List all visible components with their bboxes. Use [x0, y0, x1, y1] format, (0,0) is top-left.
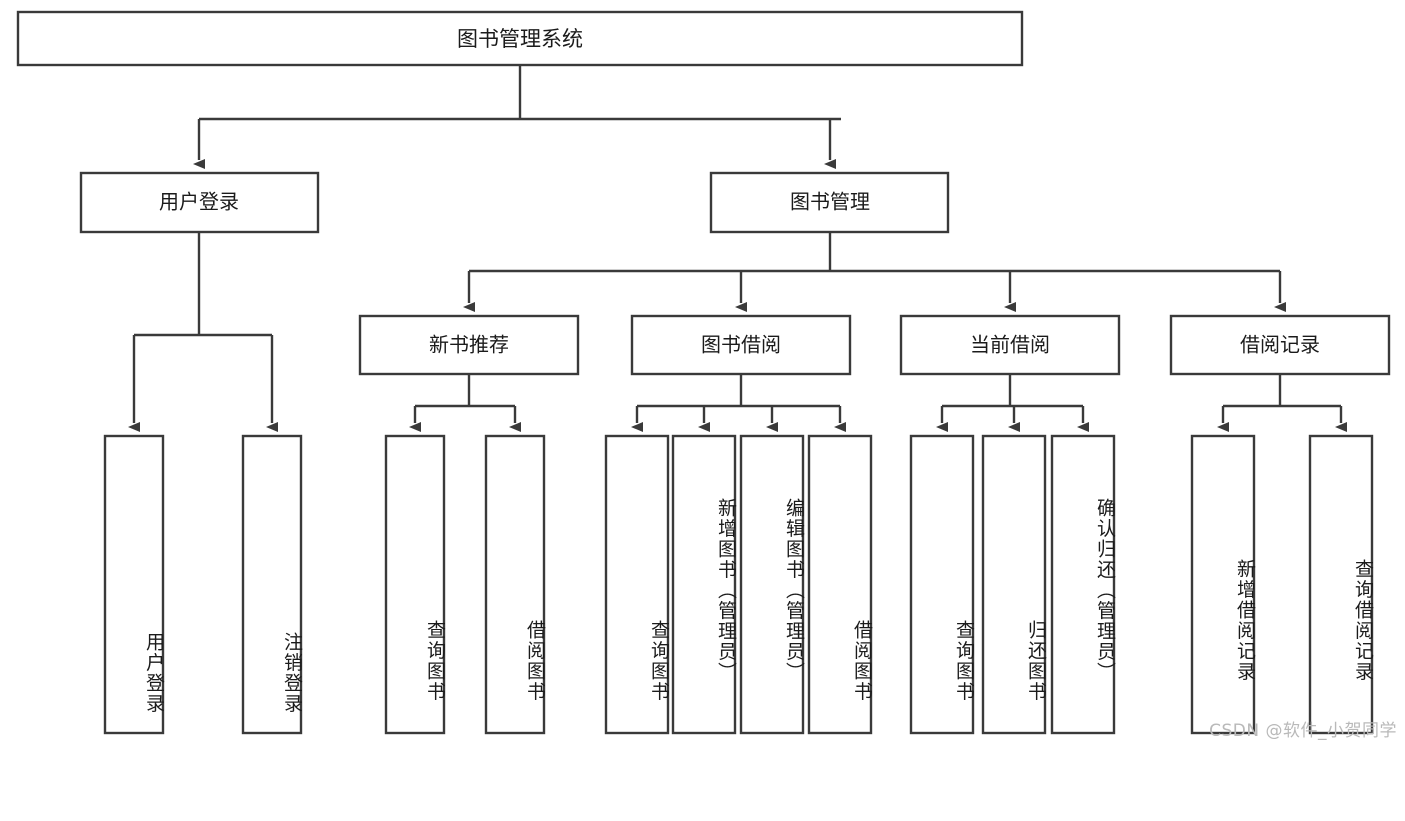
tree-diagram-svg: 图书管理系统 用户登录 图书管理 新书推荐 图书借阅 当前借阅 借阅记录	[16, 10, 1391, 735]
leaf-query-book-current-box[interactable]	[909, 434, 975, 735]
leaf-logout-login-box[interactable]	[241, 434, 303, 735]
node-user-login-label: 用户登录	[159, 190, 239, 214]
node-book-management-label: 图书管理	[790, 190, 870, 214]
leaf-query-book-recommend-box[interactable]	[384, 434, 446, 735]
node-current-borrow-box	[899, 314, 1121, 376]
leaf-borrow-book-borrow-box[interactable]	[807, 434, 873, 735]
node-root-label: 图书管理系统	[457, 27, 583, 51]
leaf-add-borrow-record-box[interactable]	[1190, 434, 1256, 735]
node-book-borrow[interactable]: 图书借阅	[630, 314, 852, 376]
connector-group-borrow-records	[1217, 374, 1347, 432]
node-root-box	[16, 10, 1024, 67]
node-current-borrow[interactable]: 当前借阅	[899, 314, 1121, 376]
node-borrow-records-box	[1169, 314, 1391, 376]
node-user-login[interactable]: 用户登录	[79, 171, 320, 234]
node-borrow-records-label: 借阅记录	[1240, 333, 1320, 357]
node-book-borrow-box	[630, 314, 852, 376]
leaf-add-book-admin-box[interactable]	[671, 434, 737, 735]
connector-group-book-borrow	[631, 374, 846, 432]
node-new-book-recommend[interactable]: 新书推荐	[358, 314, 580, 376]
connector-group-user-login	[128, 232, 278, 432]
connector-group-current-borrow	[936, 374, 1089, 432]
node-borrow-records[interactable]: 借阅记录	[1169, 314, 1391, 376]
connector-group-new-book-recommend	[409, 374, 521, 432]
node-book-management[interactable]: 图书管理	[709, 171, 950, 234]
node-root[interactable]: 图书管理系统	[16, 10, 1024, 67]
leaf-query-borrow-record-box[interactable]	[1308, 434, 1374, 735]
leaf-query-book-borrow-box[interactable]	[604, 434, 670, 735]
node-user-login-box	[79, 171, 320, 234]
csdn-watermark: CSDN @软件_小贺同学	[1209, 721, 1397, 741]
leaf-boxes	[103, 434, 1374, 735]
connector-group-root	[193, 65, 841, 169]
leaf-confirm-return-admin-box[interactable]	[1050, 434, 1116, 735]
node-book-management-box	[709, 171, 950, 234]
leaf-return-book-box[interactable]	[981, 434, 1047, 735]
connector-group-book-management	[463, 232, 1286, 312]
diagram-canvas: 图书管理系统 用户登录 图书管理 新书推荐 图书借阅 当前借阅 借阅记录	[16, 10, 1397, 741]
node-new-book-recommend-label: 新书推荐	[429, 333, 509, 357]
node-new-book-recommend-box	[358, 314, 580, 376]
leaf-edit-book-admin-box[interactable]	[739, 434, 805, 735]
node-current-borrow-label: 当前借阅	[970, 333, 1050, 357]
leaf-user-login-box[interactable]	[103, 434, 165, 735]
node-book-borrow-label: 图书借阅	[701, 333, 781, 357]
leaf-borrow-book-recommend-box[interactable]	[484, 434, 546, 735]
